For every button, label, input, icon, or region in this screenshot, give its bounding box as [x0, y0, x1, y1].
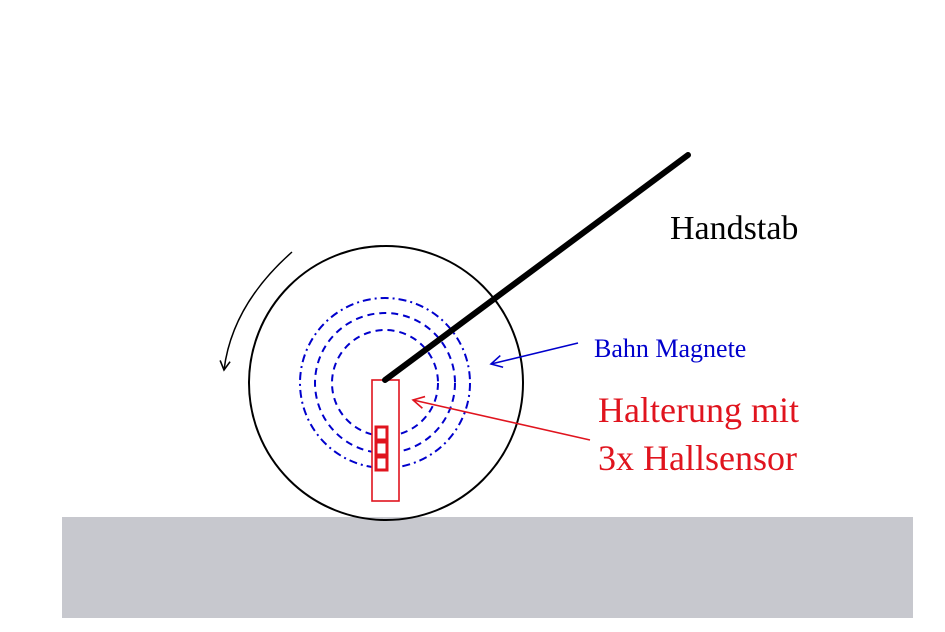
- hall-sensors: [374, 425, 389, 472]
- label-bahn-magnete: Bahn Magnete: [594, 334, 747, 363]
- hall-sensor-2: [374, 440, 389, 457]
- label-halterung: Halterung mit: [598, 390, 799, 430]
- rotation-arrow-icon: [219, 251, 293, 372]
- holder-pointer-arrow: [411, 395, 591, 441]
- magnet-pointer-arrow: [489, 342, 579, 369]
- ground-surface: [62, 517, 913, 618]
- hall-sensor-1: [374, 425, 389, 442]
- hand-stick: [382, 152, 691, 383]
- magnet-path-inner: [331, 329, 439, 437]
- hall-sensor-3: [374, 455, 389, 472]
- wheel-outline: [248, 245, 524, 521]
- label-hallsensor: 3x Hallsensor: [598, 438, 797, 478]
- label-handstab: Handstab: [670, 210, 799, 247]
